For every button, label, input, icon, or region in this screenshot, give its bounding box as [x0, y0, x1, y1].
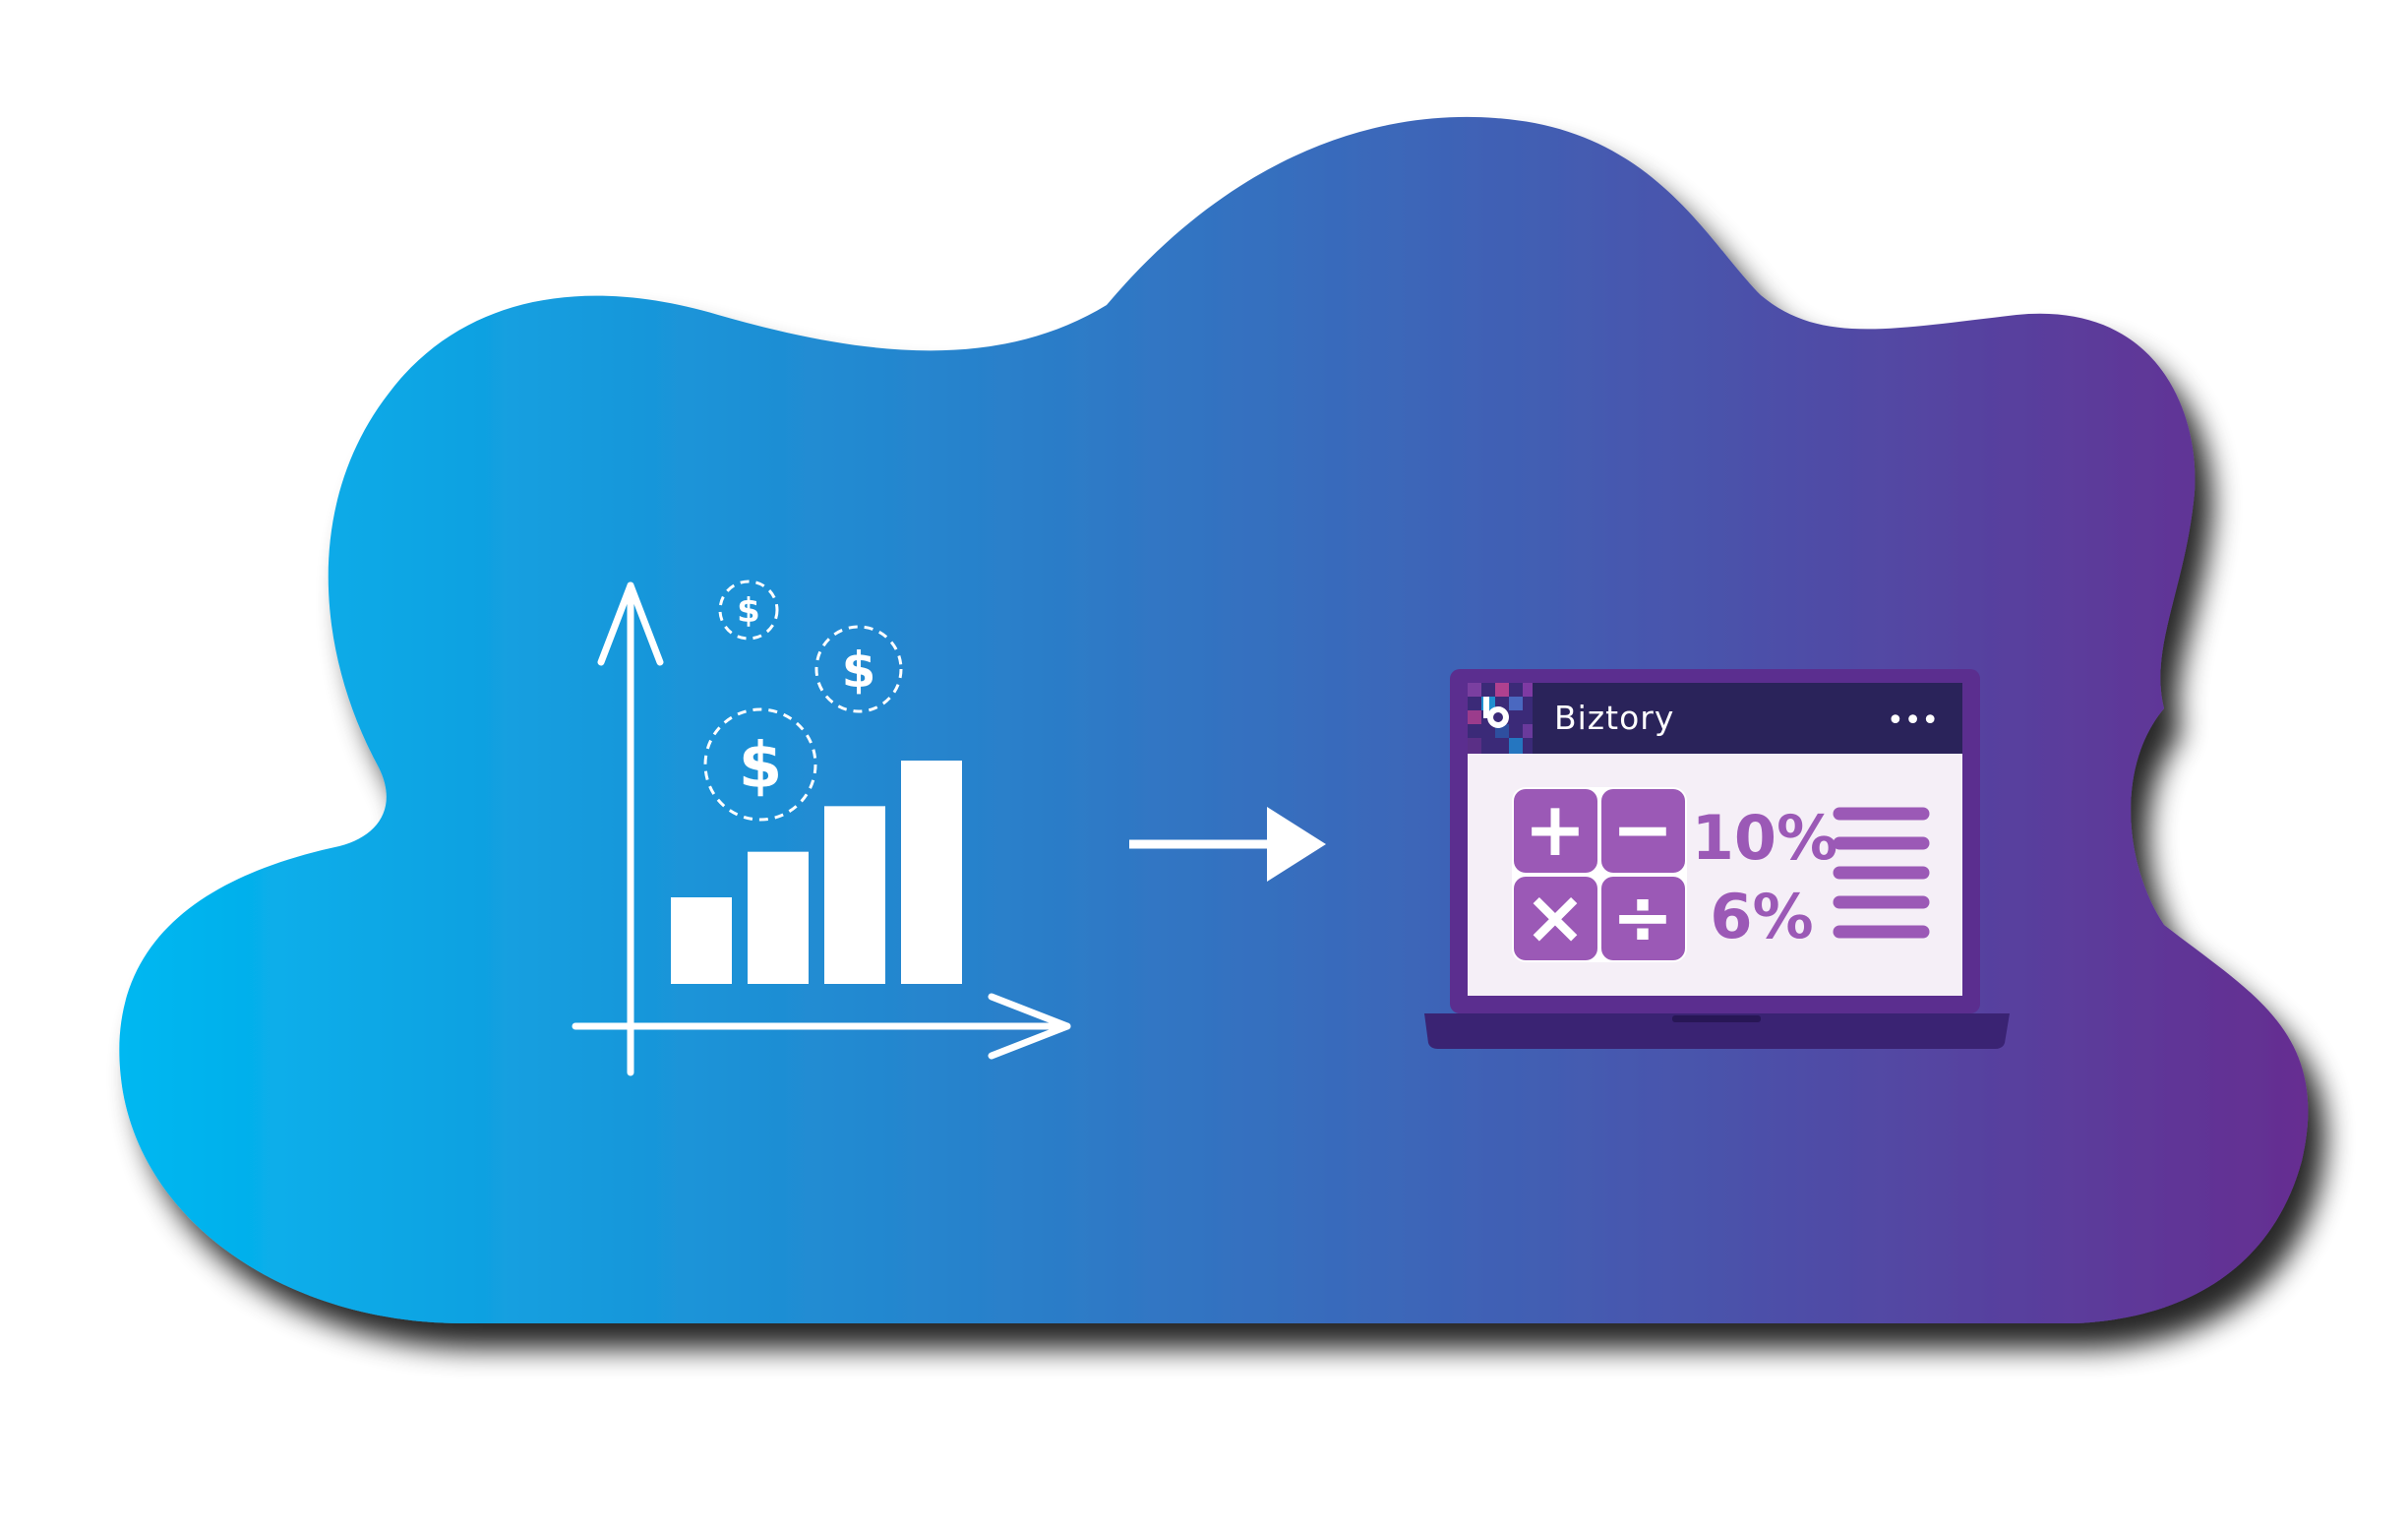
chart-bar: [901, 761, 962, 984]
calculator-icon: + − × ÷: [1512, 785, 1687, 962]
coin-dollar-sign: $: [737, 591, 760, 631]
dollar-coin-icon: $: [718, 580, 779, 641]
plus-icon: +: [1524, 785, 1587, 873]
dollar-coin-icon: $: [703, 707, 817, 822]
arrow-head: [1267, 807, 1326, 882]
coin-dashed-ring: [718, 580, 779, 641]
calculator-key-times: [1514, 877, 1597, 960]
laptop-base: [1424, 1013, 2010, 1049]
times-icon: ×: [1524, 873, 1587, 960]
coin-dollar-sign: $: [739, 730, 783, 803]
right-arrow-icon: [1129, 807, 1326, 882]
growth-chart: [572, 581, 1071, 1076]
chart-x-axis-arrowhead: [988, 993, 1071, 1060]
calculator-key-plus: [1514, 789, 1597, 873]
coin-dashed-ring: [814, 625, 903, 713]
chart-bar: [824, 806, 885, 984]
app-header-bar: [1468, 683, 1962, 754]
calculator-key-divide: [1601, 877, 1685, 960]
calculator-key-minus: [1601, 789, 1685, 873]
divide-icon: ÷: [1611, 873, 1674, 960]
chart-y-axis-arrowhead: [597, 581, 664, 666]
coin-dollar-sign: $: [842, 642, 876, 699]
percentage-value-1: 10%: [1692, 802, 1837, 874]
dollar-coin-icon: $: [814, 625, 903, 713]
menu-dots-icon[interactable]: •••: [1887, 704, 1939, 738]
laptop-base-notch: [1672, 1015, 1761, 1022]
chart-bars: [671, 761, 962, 984]
percentage-value-2: 6%: [1710, 881, 1813, 952]
coin-dashed-ring: [703, 707, 817, 822]
minus-icon: −: [1611, 785, 1674, 873]
laptop: Biztory ••• + − × ÷ 10% 6%: [1424, 669, 2010, 1049]
chart-bar: [748, 851, 809, 984]
app-title: Biztory: [1554, 699, 1674, 737]
biztory-logo-icon: [1468, 683, 1533, 754]
dollar-coins: $ $ $: [703, 580, 903, 822]
text-lines-icon: [1833, 807, 1930, 939]
chart-bar: [671, 897, 732, 984]
